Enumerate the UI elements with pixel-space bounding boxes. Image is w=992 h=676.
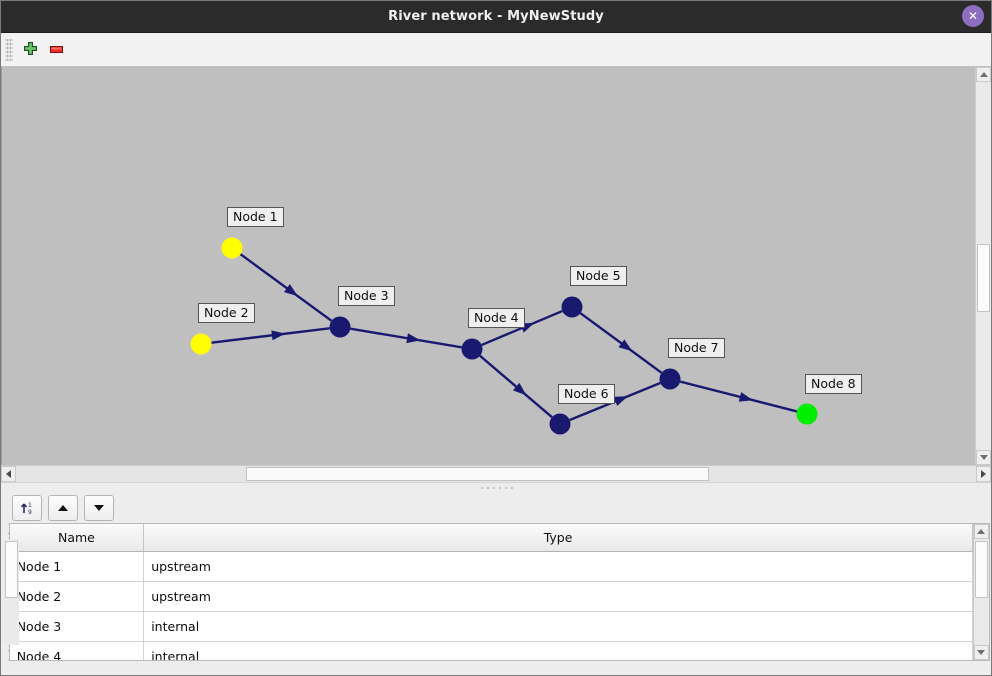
- table-cell[interactable]: internal: [143, 611, 973, 642]
- window-title: River network - MyNewStudy: [388, 9, 604, 24]
- horizontal-splitter[interactable]: [1, 482, 991, 493]
- table-cell[interactable]: Node 3: [9, 611, 145, 642]
- splitter-grip-icon: [479, 486, 513, 490]
- node-label[interactable]: Node 8: [805, 374, 862, 394]
- edge-arrow-icon: [738, 392, 754, 402]
- node-scroll-down-icon[interactable]: [973, 645, 989, 660]
- green-plus-icon: [23, 42, 37, 55]
- branch-table-vertical-scrollbar[interactable]: [3, 524, 19, 660]
- column-header[interactable]: Name: [9, 524, 145, 552]
- node-label[interactable]: Node 4: [468, 308, 525, 328]
- node-panel-footer: [7, 661, 991, 675]
- scroll-up-icon[interactable]: [976, 67, 991, 82]
- network-node[interactable]: [461, 338, 483, 360]
- river-network-diagram[interactable]: Node 1 Node 2 Node 3 Node 4 Node 5 Node 6 Node…: [2, 67, 975, 465]
- node-label[interactable]: Node 6: [558, 384, 615, 404]
- network-edge[interactable]: [239, 253, 333, 322]
- canvas-vertical-scrollbar[interactable]: [975, 67, 991, 465]
- branch-vscroll-thumb[interactable]: [5, 541, 18, 599]
- table-cell[interactable]: Node 4: [9, 641, 145, 660]
- canvas-vscroll-track[interactable]: [976, 82, 991, 450]
- table-cell[interactable]: internal: [143, 641, 973, 660]
- scroll-down-icon[interactable]: [976, 450, 991, 465]
- tables-area: 1 9: [1, 493, 991, 675]
- table-cell[interactable]: Node 2: [9, 581, 145, 612]
- network-node[interactable]: [190, 333, 212, 355]
- network-node[interactable]: [221, 237, 243, 259]
- network-edge[interactable]: [579, 312, 663, 374]
- node-scroll-up-icon[interactable]: [973, 524, 989, 539]
- column-header[interactable]: Type: [143, 524, 973, 552]
- red-minus-icon: [49, 46, 63, 53]
- network-node[interactable]: [549, 413, 571, 435]
- svg-text:1: 1: [28, 502, 32, 509]
- network-edge[interactable]: [479, 354, 553, 419]
- node-toolbar: 1 9: [7, 493, 991, 523]
- node-vscroll-thumb[interactable]: [974, 541, 988, 599]
- node-label[interactable]: Node 7: [668, 338, 725, 358]
- node-vscroll-track[interactable]: [973, 539, 989, 645]
- network-node[interactable]: [796, 403, 818, 425]
- arrow-up-icon: [57, 505, 68, 511]
- toolbar-drag-handle[interactable]: [5, 38, 13, 61]
- canvas-hscroll-thumb[interactable]: [246, 467, 710, 481]
- edge-arrow-icon: [406, 333, 421, 344]
- network-edges: [190, 237, 818, 435]
- branch-panel-footer: [1, 661, 2, 675]
- canvas-vscroll-thumb[interactable]: [977, 243, 990, 313]
- table-cell[interactable]: Node 1: [9, 551, 145, 582]
- node-label[interactable]: Node 1: [227, 207, 284, 227]
- branch-vscroll-track[interactable]: [4, 539, 19, 645]
- edge-arrow-icon: [512, 382, 527, 396]
- table-cell[interactable]: upstream: [143, 551, 973, 582]
- title-bar: River network - MyNewStudy ✕: [1, 1, 991, 33]
- node-sort-button[interactable]: 1 9: [11, 495, 42, 521]
- delete-node-button[interactable]: [43, 37, 69, 63]
- table-cell[interactable]: upstream: [143, 581, 973, 612]
- network-node[interactable]: [329, 316, 351, 338]
- node-label[interactable]: Node 2: [198, 303, 255, 323]
- arrow-down-icon: [93, 505, 104, 511]
- edge-arrow-icon: [283, 284, 298, 297]
- main-toolbar: [1, 33, 991, 67]
- close-icon[interactable]: ✕: [962, 5, 984, 27]
- network-edge[interactable]: [569, 381, 661, 422]
- node-move-down-button[interactable]: [83, 495, 114, 521]
- network-node[interactable]: [561, 296, 583, 318]
- edge-arrow-icon: [613, 396, 628, 406]
- canvas-horizontal-scrollbar[interactable]: [1, 465, 991, 482]
- edge-arrow-icon: [271, 330, 286, 341]
- node-table-vertical-scrollbar[interactable]: [972, 524, 989, 660]
- sort-ascending-icon: 1 9: [20, 502, 32, 516]
- node-label[interactable]: Node 5: [570, 266, 627, 286]
- add-node-button[interactable]: [17, 37, 43, 63]
- scroll-right-icon[interactable]: [976, 466, 991, 482]
- network-edge[interactable]: [679, 380, 798, 413]
- canvas-hscroll-track[interactable]: [16, 466, 976, 482]
- graph-canvas-area: Node 1 Node 2 Node 3 Node 4 Node 5 Node 6 Node…: [1, 67, 991, 465]
- node-panel: 1 9: [7, 493, 991, 675]
- network-edge[interactable]: [350, 327, 462, 349]
- network-node[interactable]: [659, 368, 681, 390]
- svg-text:9: 9: [28, 509, 32, 516]
- edge-arrow-icon: [618, 339, 633, 352]
- node-move-up-button[interactable]: [47, 495, 78, 521]
- node-label[interactable]: Node 3: [338, 286, 395, 306]
- scroll-left-icon[interactable]: [1, 466, 16, 482]
- network-edge[interactable]: [211, 327, 330, 344]
